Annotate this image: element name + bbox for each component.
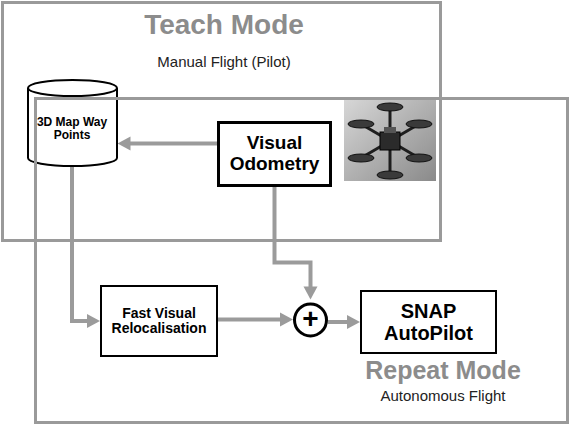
connector-line <box>218 318 283 322</box>
plus-sign: + <box>302 305 318 333</box>
text-holder: + <box>302 307 318 333</box>
text-holder: SNAP AutoPilot <box>362 300 495 344</box>
text-holder: Visual Odometry <box>220 133 329 175</box>
arrow-connector <box>72 166 100 328</box>
arrow-connector <box>275 187 318 300</box>
text-holder: Manual Flight (Pilot) <box>74 54 374 71</box>
text-holder: Repeat Mode <box>293 357 572 385</box>
connector-line <box>72 166 90 321</box>
node-label: 3D Map Way Points <box>27 116 118 142</box>
drone-arms <box>361 107 419 175</box>
text-holder: Teach Mode <box>74 10 374 41</box>
text-holder: 3D Map Way Points <box>27 104 118 142</box>
arrow-head <box>87 314 100 328</box>
cylinder-rim <box>28 88 117 96</box>
arrow-head <box>118 137 131 151</box>
connector-line <box>128 142 218 146</box>
arrow-connector <box>328 315 360 329</box>
drone-camera <box>384 127 396 133</box>
mode-region: Teach ModeManual Flight (Pilot) 3D Map Wa… <box>1 1 442 242</box>
drone-body <box>380 132 400 150</box>
region-title: Repeat Mode <box>293 357 572 385</box>
region-title: Teach Mode <box>74 10 374 41</box>
arrow-head <box>304 287 318 300</box>
connector-line <box>328 320 350 324</box>
node-label: SNAP AutoPilot <box>362 300 495 344</box>
database-cylinder: 3D Map Way Points <box>27 80 118 166</box>
process-box: Fast Visual Relocalisation <box>100 285 218 357</box>
circle-border <box>295 304 327 336</box>
text-holder: Autonomous Flight <box>293 388 572 405</box>
drone-photo <box>344 97 436 181</box>
text-holder: Fast Visual Relocalisation <box>102 306 216 337</box>
sum-junction: + <box>293 300 328 340</box>
arrow-head <box>280 313 293 327</box>
cylinder-body <box>28 80 117 166</box>
node-label: Visual Odometry <box>220 133 329 175</box>
arrow-connector <box>218 313 293 327</box>
arrow-head <box>347 315 360 329</box>
connector-line <box>275 187 311 290</box>
process-box: SNAP AutoPilot <box>360 290 497 354</box>
photo-ground <box>344 97 436 181</box>
region-subtitle: Autonomous Flight <box>293 388 572 405</box>
region-subtitle: Manual Flight (Pilot) <box>74 54 374 71</box>
node-label: Fast Visual Relocalisation <box>102 306 216 337</box>
arrow-connector <box>118 137 218 151</box>
process-box: Visual Odometry <box>217 121 332 187</box>
drone-rotors <box>348 103 432 179</box>
